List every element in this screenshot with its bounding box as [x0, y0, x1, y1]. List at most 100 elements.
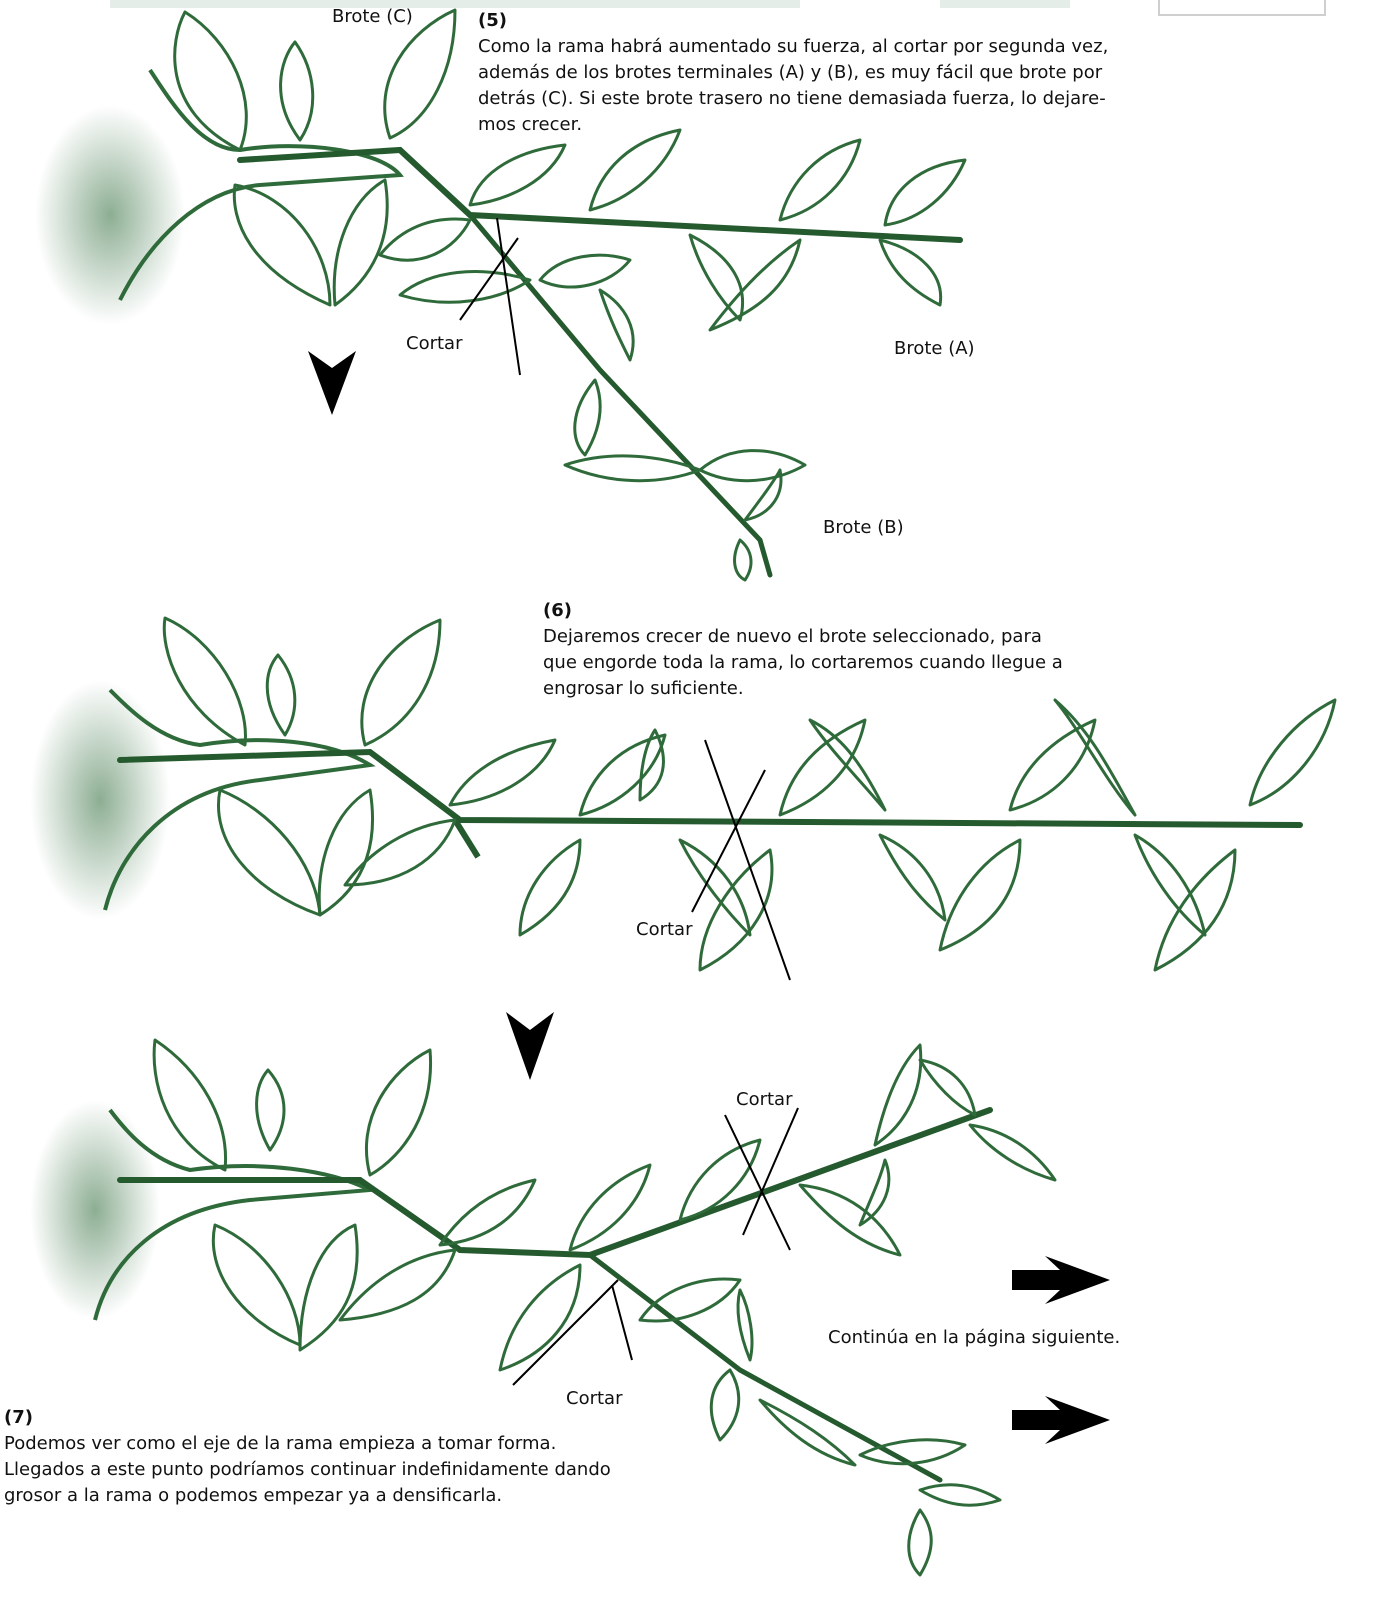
cut-line	[496, 217, 521, 376]
branch-drawing-6	[30, 616, 1337, 981]
leaf	[708, 238, 802, 332]
cut-line	[512, 1279, 619, 1386]
leaf	[152, 1038, 228, 1172]
leaf	[498, 1263, 582, 1372]
leaf	[678, 1138, 762, 1222]
leaf	[688, 233, 745, 322]
leaf	[563, 454, 702, 483]
down-arrow-icon	[308, 351, 356, 415]
stem-lower	[587, 1252, 943, 1483]
leaf	[162, 616, 247, 747]
leaf	[968, 1123, 1057, 1182]
right-arrow-icon	[1012, 1396, 1110, 1444]
label-brote-a: Brote (A)	[894, 338, 975, 359]
leaf	[378, 217, 472, 262]
main-stem	[237, 146, 963, 243]
leaf	[743, 468, 783, 522]
top-band-right	[940, 0, 1070, 8]
label-cortar: Cortar	[566, 1388, 623, 1409]
step-6-block: (6) Dejaremos crecer de nuevo el brote s…	[543, 598, 1063, 702]
leaf	[332, 178, 389, 307]
trunk	[93, 1108, 378, 1321]
page-tab	[1158, 0, 1326, 16]
leaf	[1153, 848, 1237, 972]
trunk-base	[30, 1100, 160, 1320]
step-text: Dejaremos crecer de nuevo el brote selec…	[543, 626, 1063, 699]
leaf	[468, 143, 567, 207]
main-stem	[117, 748, 1303, 828]
right-arrow-icon	[1012, 1256, 1110, 1304]
leaf	[383, 8, 457, 140]
step-7-block: (7) Podemos ver como el eje de la rama e…	[4, 1405, 611, 1509]
label-cortar: Cortar	[736, 1089, 793, 1110]
leaf	[588, 128, 682, 212]
leaf	[778, 138, 862, 222]
leaf	[878, 833, 947, 922]
leaf	[918, 1483, 1002, 1507]
leaf	[360, 618, 442, 747]
leaf	[255, 1068, 286, 1152]
cut-line	[724, 1114, 791, 1251]
step-number: (7)	[4, 1407, 33, 1428]
leaf	[858, 1158, 891, 1227]
label-cortar: Cortar	[406, 333, 463, 354]
main-stem	[117, 1107, 993, 1259]
top-band-left	[110, 0, 800, 8]
leaf	[638, 728, 665, 802]
leaf	[518, 838, 582, 937]
leaf	[448, 738, 557, 807]
stem-b	[467, 212, 773, 578]
leaf	[279, 40, 315, 142]
label-cortar: Cortar	[636, 919, 693, 940]
leaf	[173, 10, 248, 152]
branch-drawing-5	[35, 8, 967, 582]
leaf	[938, 838, 1022, 952]
leaf	[343, 818, 457, 887]
leaf	[808, 718, 887, 812]
leaf	[858, 1438, 967, 1466]
cut-line	[742, 1107, 799, 1236]
leaf	[907, 1508, 933, 1577]
leaf	[211, 1223, 302, 1347]
leaf	[678, 838, 752, 937]
down-arrow-icon	[506, 1012, 554, 1080]
step-number: (6)	[543, 600, 572, 621]
leaf	[298, 1223, 359, 1352]
leaf	[398, 270, 532, 304]
leaf	[733, 538, 753, 582]
leaf	[217, 788, 322, 917]
leaf	[778, 718, 867, 817]
leaf	[578, 733, 667, 817]
leaf	[538, 253, 632, 289]
leaf	[364, 1048, 433, 1177]
step-number: (5)	[478, 10, 507, 31]
step-text: Como la rama habrá aumentado su fuerza, …	[478, 36, 1109, 135]
leaf	[1133, 833, 1207, 937]
cut-line	[691, 769, 766, 913]
leaf	[338, 1248, 457, 1322]
leaf	[598, 288, 635, 362]
leaf	[918, 1058, 977, 1117]
stub	[452, 818, 481, 859]
step-text: Podemos ver como el eje de la rama empie…	[4, 1433, 611, 1506]
label-brote-c: Brote (C)	[332, 6, 413, 27]
leaf	[698, 848, 774, 972]
leaf	[873, 1043, 923, 1147]
branch-drawing-7	[30, 1038, 1057, 1577]
leaf	[265, 653, 297, 737]
cut-line	[611, 1284, 633, 1361]
leaf	[573, 378, 602, 457]
cut-line	[459, 237, 519, 321]
leaf	[438, 1178, 537, 1247]
leaf	[758, 1398, 857, 1467]
leaf	[798, 1183, 902, 1257]
cut-line	[704, 739, 791, 981]
leaf	[317, 788, 375, 917]
leaf	[709, 1368, 741, 1442]
leaf	[878, 238, 943, 307]
leaf	[883, 158, 967, 227]
leaf	[1248, 698, 1337, 807]
label-continua: Continúa en la página siguiente.	[828, 1327, 1121, 1348]
trunk-base	[35, 105, 185, 325]
